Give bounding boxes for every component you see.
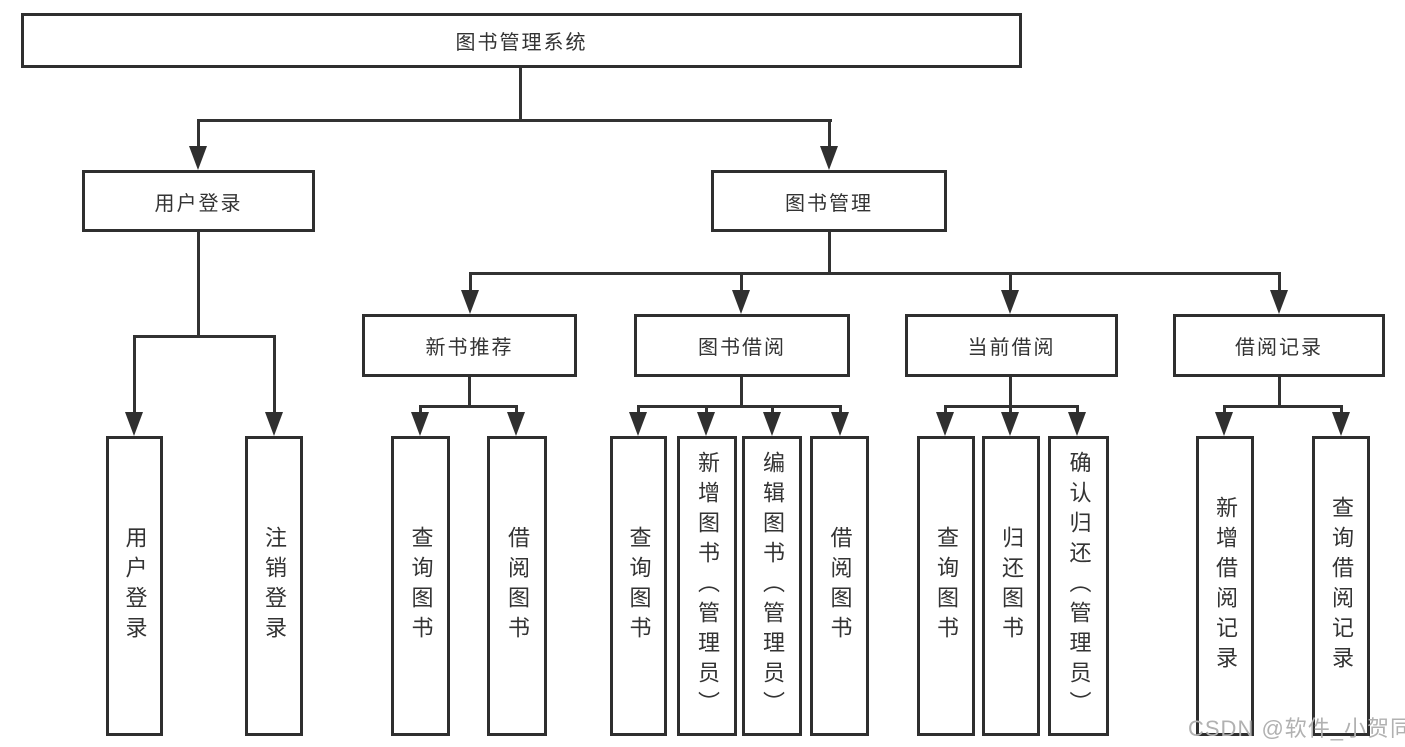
node-user-login: 用户登录 <box>82 170 315 232</box>
leaf-bb-add-books: 新增图书（管理员） <box>677 436 737 736</box>
connector-line <box>740 272 743 295</box>
leaf-rec-borrow-books-label: 借阅图书 <box>505 526 530 646</box>
connector-line <box>1278 377 1281 408</box>
leaf-bb-edit-books: 编辑图书（管理员） <box>742 436 802 736</box>
leaf-user-login: 用户登录 <box>106 436 163 736</box>
leaf-bb-query-books: 查询图书 <box>610 436 667 736</box>
connector-line <box>637 405 640 418</box>
connector-line <box>1009 377 1012 408</box>
node-borrow-records: 借阅记录 <box>1173 314 1385 377</box>
connector-line <box>273 335 276 417</box>
node-root-label: 图书管理系统 <box>455 32 588 54</box>
arrow-down-icon <box>1215 412 1233 436</box>
arrow-down-icon <box>1270 290 1288 314</box>
node-new-book-rec: 新书推荐 <box>362 314 577 377</box>
connector-line <box>828 231 831 274</box>
arrow-down-icon <box>189 146 207 170</box>
connector-line <box>1340 405 1343 418</box>
leaf-logout-label: 注销登录 <box>262 526 287 646</box>
arrow-down-icon <box>461 290 479 314</box>
node-book-borrow: 图书借阅 <box>634 314 850 377</box>
connector-line <box>419 405 518 408</box>
connector-line <box>839 405 842 418</box>
leaf-br-add-record-label: 新增借阅记录 <box>1213 496 1238 676</box>
arrow-down-icon <box>831 412 849 436</box>
node-new-book-rec-label: 新书推荐 <box>425 337 514 359</box>
arrow-down-icon <box>732 290 750 314</box>
connector-line <box>469 272 1281 275</box>
arrow-down-icon <box>763 412 781 436</box>
leaf-user-login-label: 用户登录 <box>122 526 148 646</box>
connector-line <box>771 405 774 418</box>
arrow-down-icon <box>936 412 954 436</box>
leaf-br-query-record: 查询借阅记录 <box>1312 436 1370 736</box>
leaf-rec-query-books: 查询图书 <box>391 436 450 736</box>
leaf-br-query-record-label: 查询借阅记录 <box>1329 496 1354 676</box>
node-current-borrow-label: 当前借阅 <box>967 337 1056 359</box>
leaf-cb-confirm-return-label: 确认归还（管理员） <box>1066 451 1092 721</box>
leaf-cb-query-books: 查询图书 <box>917 436 975 736</box>
leaf-cb-confirm-return: 确认归还（管理员） <box>1048 436 1109 736</box>
connector-line <box>469 272 472 295</box>
leaf-bb-query-books-label: 查询图书 <box>626 526 652 646</box>
arrow-down-icon <box>697 412 715 436</box>
arrow-down-icon <box>820 146 838 170</box>
connector-line <box>197 119 200 150</box>
leaf-bb-add-books-label: 新增图书（管理员） <box>695 451 720 721</box>
leaf-bb-borrow-books-label: 借阅图书 <box>827 526 853 646</box>
leaf-bb-borrow-books: 借阅图书 <box>810 436 869 736</box>
node-current-borrow: 当前借阅 <box>905 314 1118 377</box>
connector-line <box>419 405 422 418</box>
leaf-cb-return-books-label: 归还图书 <box>999 526 1024 646</box>
arrow-down-icon <box>629 412 647 436</box>
node-book-borrow-label: 图书借阅 <box>698 337 786 359</box>
connector-line <box>515 405 518 418</box>
connector-line <box>133 335 276 338</box>
node-root: 图书管理系统 <box>21 13 1022 68</box>
arrow-down-icon <box>1068 412 1086 436</box>
connector-line <box>1009 405 1012 418</box>
connector-line <box>197 119 832 122</box>
arrow-down-icon <box>265 412 283 436</box>
node-borrow-records-label: 借阅记录 <box>1235 337 1323 359</box>
connector-line <box>944 405 947 418</box>
connector-line <box>468 377 471 408</box>
connector-line <box>1278 272 1281 295</box>
connector-line <box>1223 405 1343 408</box>
leaf-rec-query-books-label: 查询图书 <box>408 526 434 646</box>
leaf-bb-edit-books-label: 编辑图书（管理员） <box>760 451 785 721</box>
arrow-down-icon <box>125 412 143 436</box>
arrow-down-icon <box>1001 290 1019 314</box>
connector-line <box>637 405 842 408</box>
node-user-login-label: 用户登录 <box>154 192 243 215</box>
leaf-cb-query-books-label: 查询图书 <box>934 526 959 646</box>
connector-line <box>1076 405 1079 418</box>
arrow-down-icon <box>507 412 525 436</box>
connector-line <box>740 377 743 408</box>
connector-line <box>705 405 708 418</box>
connector-line <box>197 231 200 337</box>
connector-line <box>1223 405 1226 418</box>
connector-line <box>133 335 136 417</box>
arrow-down-icon <box>411 412 429 436</box>
node-book-mgmt: 图书管理 <box>711 170 947 232</box>
leaf-br-add-record: 新增借阅记录 <box>1196 436 1254 736</box>
connector-line <box>1009 272 1012 295</box>
node-book-mgmt-label: 图书管理 <box>785 192 873 215</box>
connector-line <box>519 68 522 121</box>
leaf-rec-borrow-books: 借阅图书 <box>487 436 547 736</box>
watermark: CSDN @软件_小贺同学 <box>1188 716 1405 741</box>
arrow-down-icon <box>1332 412 1350 436</box>
leaf-logout: 注销登录 <box>245 436 303 736</box>
arrow-down-icon <box>1001 412 1019 436</box>
leaf-cb-return-books: 归还图书 <box>982 436 1040 736</box>
connector-line <box>828 119 831 150</box>
